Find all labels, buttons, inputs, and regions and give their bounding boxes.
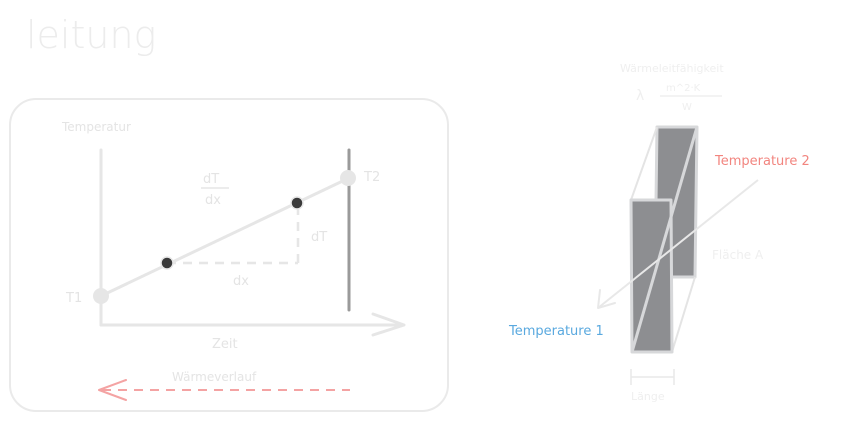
axis-x-label: Zeit [212,337,238,352]
unit-numerator: m^2·K [666,83,701,94]
gradient-numerator: dT [203,172,219,187]
gradient-point-upper [290,196,304,210]
gradient-denominator: dx [205,193,221,208]
t1-label: T1 [65,291,82,306]
temperature-flow-pointer [597,179,759,309]
temperature-flow-pointer-head [597,289,616,309]
x-axis-arrowhead [371,312,406,337]
t1-point [93,288,109,304]
temperature-gradient-line [99,176,351,298]
axis-y-label: Temperatur [61,120,131,134]
length-label: Länge [631,390,665,403]
unit-denominator: W [682,102,692,113]
t2-point [340,170,356,186]
slab-front-face [629,198,674,354]
temperature-1-label: Temperature 1 [508,324,604,339]
slab-bottom-edge-right [671,276,696,353]
t2-label: T2 [363,170,380,185]
delta-t-label: dT [311,230,327,245]
area-label: Fläche A [712,248,764,262]
heat-flow-label: Wärmeverlauf [172,370,257,384]
lambda-symbol: λ [636,88,644,104]
slab-top-edge [630,126,658,201]
conductivity-label: Wärmeleitfähigkeit [620,62,724,75]
slab-diagonal-edge [630,126,699,353]
diagram-panel [9,98,449,412]
delta-x-label: dx [233,274,249,289]
page-title: leitung [26,13,156,57]
temperature-2-label: Temperature 2 [714,154,810,169]
gradient-point-lower [160,256,174,270]
heat-flow-arrowhead [98,379,127,401]
